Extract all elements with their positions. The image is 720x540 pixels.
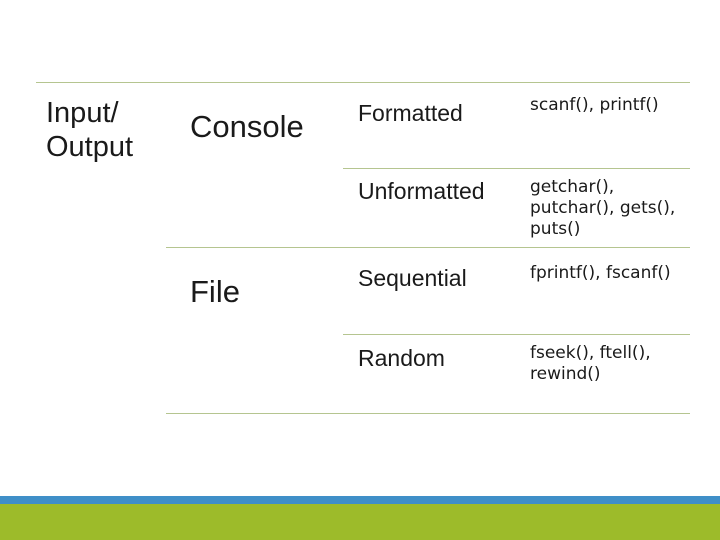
file-label: File bbox=[190, 274, 240, 309]
root-label: Input/ Output bbox=[46, 96, 133, 164]
unformatted-functions: getchar(), putchar(), gets(), puts() bbox=[530, 177, 676, 239]
sequential-functions: fprintf(), fscanf() bbox=[530, 263, 671, 283]
random-functions: fseek(), ftell(), rewind() bbox=[530, 343, 651, 384]
bottom-divider bbox=[166, 413, 690, 414]
root-label-line2: Output bbox=[46, 131, 134, 163]
console-label: Console bbox=[190, 109, 304, 144]
top-divider bbox=[36, 82, 690, 83]
sequential-divider bbox=[343, 334, 690, 335]
console-file-divider bbox=[166, 247, 690, 248]
root-label-line1: Input/ bbox=[46, 97, 119, 129]
formatted-label: Formatted bbox=[358, 100, 463, 126]
footer-blue-bar bbox=[0, 496, 720, 504]
formatted-functions: scanf(), printf() bbox=[530, 95, 659, 115]
formatted-divider bbox=[343, 168, 690, 169]
unformatted-label: Unformatted bbox=[358, 178, 485, 204]
footer-green-bar bbox=[0, 504, 720, 540]
sequential-label: Sequential bbox=[358, 265, 467, 291]
random-label: Random bbox=[358, 345, 445, 371]
